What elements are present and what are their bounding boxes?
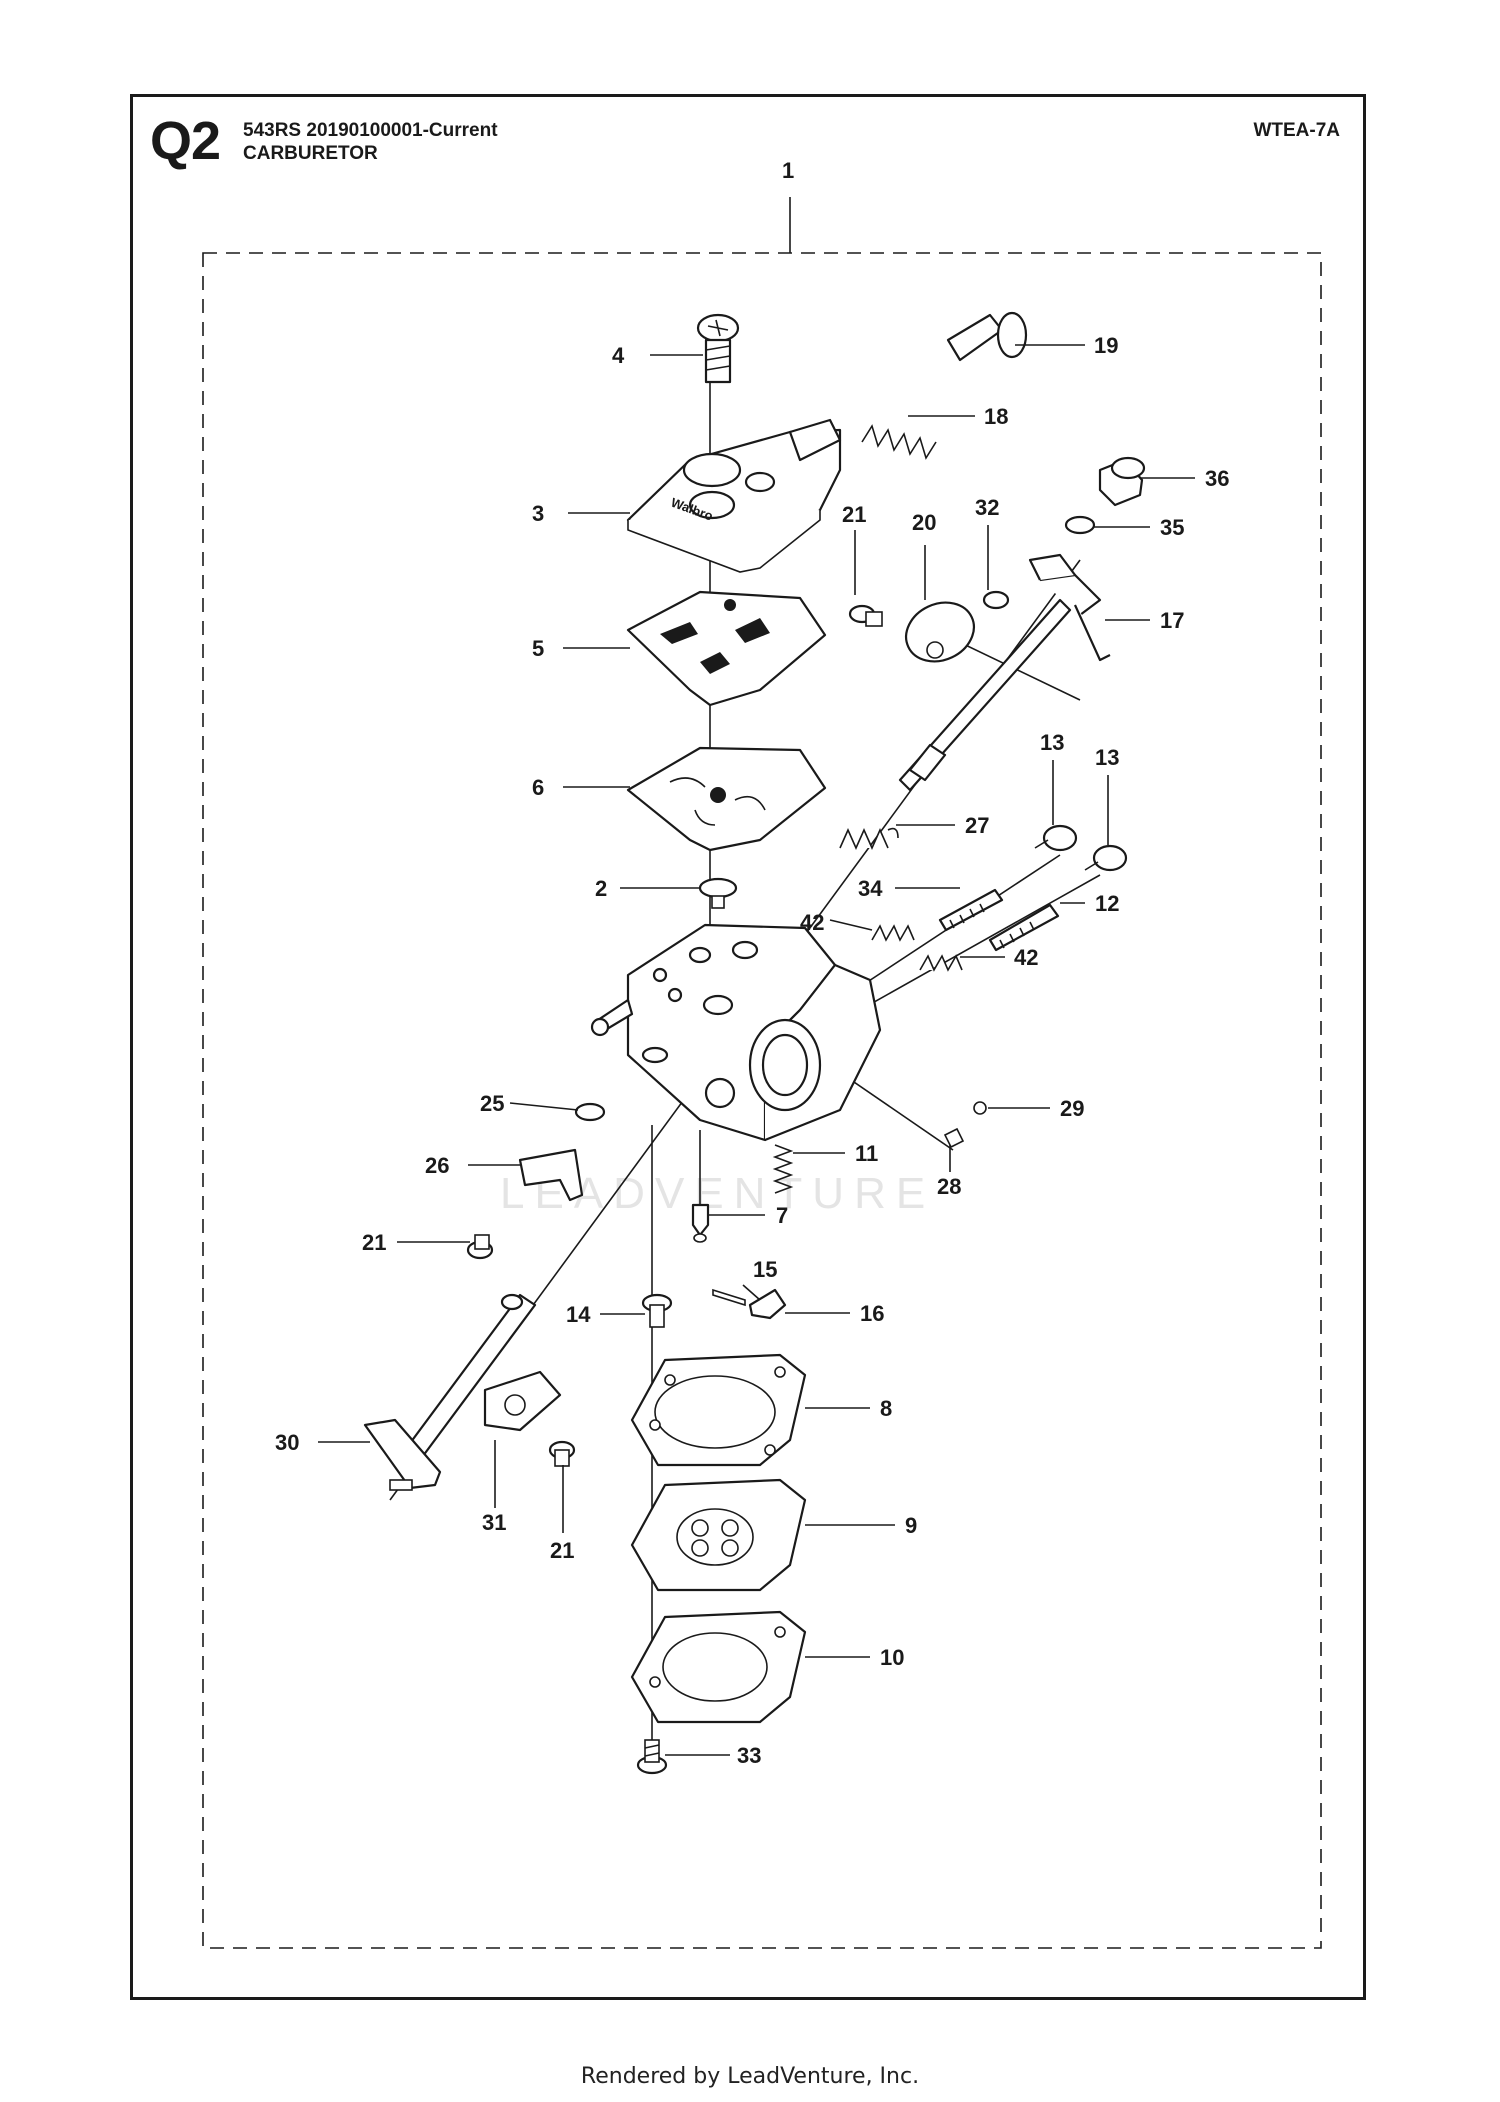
part-42-spring-1 [871, 924, 915, 942]
callout-14: 14 [566, 1302, 591, 1327]
part-26-lever [518, 1148, 584, 1202]
callout-4: 4 [612, 343, 625, 368]
part-17-choke-shaft [898, 553, 1111, 792]
part-12-screw [988, 903, 1060, 952]
callout-5: 5 [532, 636, 544, 661]
page-id: Q2 [150, 111, 221, 171]
callout-6: 6 [532, 775, 544, 800]
part-35-washer [1064, 515, 1096, 535]
callout-42-a: 42 [800, 910, 824, 935]
part-30-throttle-shaft [363, 1293, 537, 1491]
callout-17: 17 [1160, 608, 1184, 633]
leader-15 [742, 1284, 761, 1301]
diagram-code: WTEA-7A [1253, 120, 1340, 141]
part-42-spring-2 [919, 954, 963, 972]
part-36-cap [1098, 456, 1146, 507]
part-33-screw [636, 1739, 668, 1775]
part-31-throttle-plate [483, 1370, 562, 1432]
part-13-cap-2 [1084, 844, 1128, 872]
part-6-diaphragm [626, 746, 827, 852]
section-title: CARBURETOR [243, 143, 378, 164]
callout-21-top: 21 [842, 502, 866, 527]
model-range: 543RS 20190100001-Current [243, 120, 498, 141]
callout-2: 2 [595, 876, 607, 901]
part-21-screw-left [466, 1234, 494, 1260]
part-5-gasket [626, 590, 827, 707]
callout-13-b: 13 [1095, 745, 1119, 770]
callout-25: 25 [480, 1091, 504, 1116]
callout-30: 30 [275, 1430, 299, 1455]
carburetor-body [590, 923, 882, 1142]
callout-31: 31 [482, 1510, 506, 1535]
callout-19: 19 [1094, 333, 1118, 358]
callout-9: 9 [905, 1513, 917, 1538]
part-13-cap-1 [1034, 824, 1078, 852]
page-frame [130, 94, 1366, 2000]
part-32-clip [982, 590, 1010, 610]
leader-42a [829, 919, 873, 931]
callout-10: 10 [880, 1645, 904, 1670]
part-11-spring [772, 1144, 794, 1194]
part-34-screw [938, 888, 1004, 932]
assembly-boundary [202, 252, 1322, 1949]
part-21-screw-top [848, 604, 883, 627]
callout-34: 34 [858, 876, 883, 901]
part-2-needle-valve [698, 877, 738, 909]
part-21-screw-bottom [548, 1440, 576, 1467]
callout-35: 35 [1160, 515, 1184, 540]
callout-8: 8 [880, 1396, 892, 1421]
part-19-plunger [946, 311, 1028, 362]
part-25-clip [574, 1102, 606, 1122]
part-28-jet [943, 1127, 965, 1149]
adjust-screw-axis-2 [859, 874, 1101, 1011]
callout-3: 3 [532, 501, 544, 526]
part-9-diaphragm [630, 1478, 807, 1592]
part-16-lever [748, 1288, 787, 1320]
leader-25 [509, 1102, 579, 1111]
callout-1: 1 [782, 158, 794, 183]
part-27-spring [839, 827, 899, 850]
callout-33: 33 [737, 1743, 761, 1768]
part-3-pump-cover: Walbro [626, 418, 842, 573]
part-8-gasket [630, 1353, 807, 1467]
callout-36: 36 [1205, 466, 1229, 491]
callout-28: 28 [937, 1174, 961, 1199]
callout-21-left: 21 [362, 1230, 386, 1255]
callout-7: 7 [776, 1203, 788, 1228]
part-14-screw [641, 1293, 673, 1328]
callout-26: 26 [425, 1153, 449, 1178]
callout-12: 12 [1095, 891, 1119, 916]
callout-11: 11 [855, 1141, 878, 1166]
callout-15: 15 [753, 1257, 777, 1282]
callout-27: 27 [965, 813, 989, 838]
part-10-cover [630, 1610, 807, 1724]
footer-credit: Rendered by LeadVenture, Inc. [580, 2064, 920, 2089]
callout-20: 20 [912, 510, 936, 535]
part-29-ball [973, 1101, 987, 1115]
callout-32: 32 [975, 495, 999, 520]
part-15-pin [712, 1288, 746, 1307]
callout-16: 16 [860, 1301, 884, 1326]
callout-29: 29 [1060, 1096, 1084, 1121]
part-7-needle [691, 1203, 710, 1243]
part-4-screw [696, 313, 740, 384]
callout-42-b: 42 [1014, 945, 1038, 970]
callout-18: 18 [984, 404, 1008, 429]
part-20-choke-plate [905, 601, 975, 663]
callout-21-bottom: 21 [550, 1538, 574, 1563]
callout-13-a: 13 [1040, 730, 1064, 755]
part-18-spring [861, 424, 937, 460]
